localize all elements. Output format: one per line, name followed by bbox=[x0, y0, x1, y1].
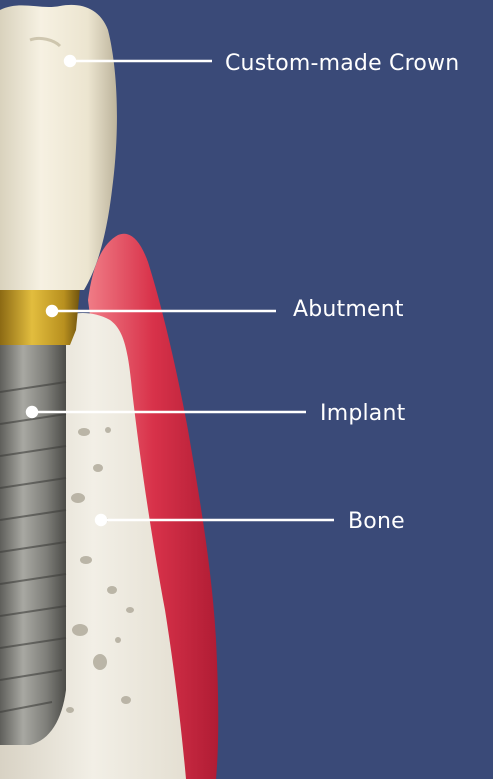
abutment-part bbox=[0, 288, 80, 345]
leader-dot-bone bbox=[96, 515, 106, 525]
implant-body bbox=[0, 345, 66, 745]
leader-dot-abutment bbox=[47, 306, 57, 316]
leader-dot-implant bbox=[27, 407, 37, 417]
label-implant: Implant bbox=[320, 400, 405, 428]
crown-part bbox=[0, 5, 117, 290]
label-custom-made-crown: Custom-made Crown bbox=[225, 50, 459, 78]
leader-dot-crown bbox=[65, 56, 75, 66]
label-bone: Bone bbox=[348, 508, 405, 536]
label-abutment: Abutment bbox=[293, 296, 404, 324]
